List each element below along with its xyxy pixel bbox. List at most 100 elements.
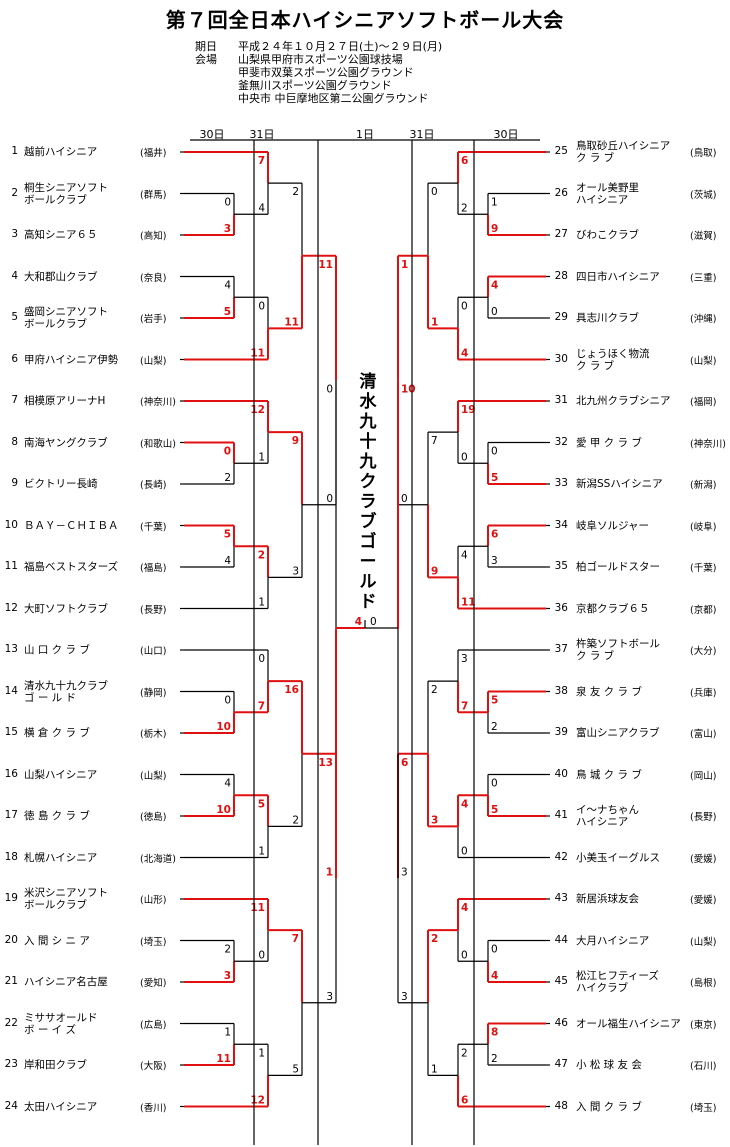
team-prefecture: (大阪): [140, 1061, 167, 1072]
team-seed: 12: [4, 601, 18, 614]
team-seed: 10: [4, 518, 18, 531]
score-label: 5: [491, 472, 498, 484]
team-seed: 9: [11, 477, 18, 489]
score-label: 0: [258, 653, 265, 665]
score-label: 3: [401, 991, 408, 1003]
team-name: 大町ソフトクラブ: [24, 602, 108, 615]
score-label: 3: [326, 991, 333, 1003]
info-value: 山梨県甲府市スポーツ公園球技場: [238, 53, 403, 66]
team-prefecture: (愛知): [140, 978, 167, 989]
team-prefecture: (山梨): [690, 936, 717, 948]
team-name: 大和郡山クラブ: [24, 270, 98, 283]
team-prefecture: (埼玉): [690, 1102, 717, 1114]
team-name: 杵築ソフトボール ク ラ ブ: [576, 638, 660, 662]
score-label: 3: [401, 866, 408, 878]
team-seed: 25: [554, 145, 568, 157]
team-name: 北九州クラブシニア: [576, 395, 671, 407]
score-label: 19: [461, 404, 476, 416]
team-prefecture: (長野): [140, 604, 167, 616]
team-seed: 4: [11, 269, 18, 282]
score-label: 12: [250, 404, 265, 416]
score-label: 1: [258, 846, 265, 858]
score-label: 6: [461, 155, 468, 167]
score-label: 1: [491, 197, 498, 209]
team-seed: 32: [554, 435, 568, 448]
team-prefecture: (福岡): [690, 397, 717, 408]
team-prefecture: (山形): [140, 895, 167, 906]
team-name: 岐阜ソルジャー: [576, 519, 649, 532]
team-seed: 1: [11, 145, 18, 157]
team-seed: 41: [554, 809, 568, 821]
team-prefecture: (山口): [140, 646, 167, 657]
team-name: 新居浜球友会: [576, 893, 639, 905]
team-seed: 8: [11, 435, 18, 448]
score-label: 0: [326, 493, 333, 505]
team-name: 清水九十九クラブ ゴ ー ル ド: [24, 679, 108, 704]
score-label: 6: [461, 1095, 468, 1107]
team-name: 盛岡シニアソフト ボールクラブ: [24, 306, 108, 330]
team-prefecture: (大分): [690, 646, 717, 657]
team-name: 小 松 球 友 会: [576, 1059, 642, 1071]
team-prefecture: (兵庫): [690, 687, 717, 699]
team-name: イ～ナちゃん ハイシニア: [576, 804, 639, 828]
score-label: 2: [461, 202, 468, 214]
score-label: 4: [224, 555, 231, 567]
team-name: 松江ヒフティーズ ハイクラブ: [576, 970, 659, 994]
team-name: 岸和田クラブ: [24, 1059, 87, 1071]
score-label: 4: [224, 778, 231, 790]
team-name: 入 間 シ ニ ア: [24, 934, 90, 947]
team-prefecture: (神奈川): [690, 438, 726, 450]
team-name: ビクトリー長崎: [24, 478, 98, 490]
score-label: 5: [258, 798, 265, 810]
team-prefecture: (茨城): [690, 189, 717, 201]
team-prefecture: (千葉): [140, 521, 167, 533]
team-name: 徳 島 ク ラ ブ: [24, 810, 90, 822]
score-label: 0: [461, 451, 468, 463]
team-prefecture: (埼玉): [140, 936, 167, 948]
team-name: 高知シニア６５: [24, 229, 98, 241]
score-label: 4: [461, 348, 468, 360]
day-header: 31日: [249, 128, 275, 141]
team-seed: 24: [4, 1099, 18, 1112]
team-name: 小美玉イーグルス: [576, 851, 660, 864]
score-label: 10: [216, 804, 231, 816]
team-name: 京都クラブ６５: [576, 602, 650, 615]
team-prefecture: (岐阜): [690, 521, 717, 533]
score-label: 10: [401, 383, 416, 395]
team-seed: 48: [554, 1099, 568, 1112]
team-prefecture: (長崎): [140, 480, 167, 491]
score-label: 4: [355, 616, 362, 628]
team-name: 大月ハイシニア: [576, 934, 650, 947]
champion-label: 清水九十九クラブゴールド: [359, 372, 377, 612]
score-label: 0: [461, 846, 468, 858]
score-label: 2: [258, 549, 265, 561]
score-label: 2: [461, 1047, 468, 1059]
score-label: 0: [491, 944, 498, 956]
score-label: 0: [224, 695, 231, 707]
team-name: 山梨ハイシニア: [24, 768, 98, 781]
team-name: 富山シニアクラブ: [576, 727, 660, 739]
score-label: 2: [224, 944, 231, 956]
team-prefecture: (島根): [690, 978, 717, 989]
score-label: 0: [491, 306, 498, 318]
score-label: 10: [216, 721, 231, 733]
info-value: 甲斐市双葉スポーツ公園グラウンド: [238, 66, 414, 79]
score-label: 2: [431, 933, 438, 945]
score-label: 9: [292, 435, 299, 447]
score-label: 0: [461, 949, 468, 961]
team-name: 山 口 ク ラ ブ: [24, 644, 90, 656]
team-seed: 43: [554, 892, 568, 904]
score-label: 9: [431, 565, 438, 577]
score-label: 9: [491, 223, 498, 235]
team-prefecture: (千葉): [690, 563, 717, 574]
info-label: 期日: [195, 40, 217, 53]
team-seed: 2: [11, 186, 18, 199]
team-prefecture: (沖縄): [690, 314, 717, 325]
team-seed: 18: [4, 850, 18, 863]
team-seed: 39: [554, 726, 568, 738]
score-label: 5: [491, 804, 498, 816]
team-name: じょうほく物流 ク ラ ブ: [576, 347, 650, 372]
team-name: 相模原アリーナH: [24, 395, 106, 407]
team-name: 太田ハイシニア: [24, 1100, 98, 1113]
team-name: 桐生シニアソフト ボールクラブ: [24, 181, 108, 206]
